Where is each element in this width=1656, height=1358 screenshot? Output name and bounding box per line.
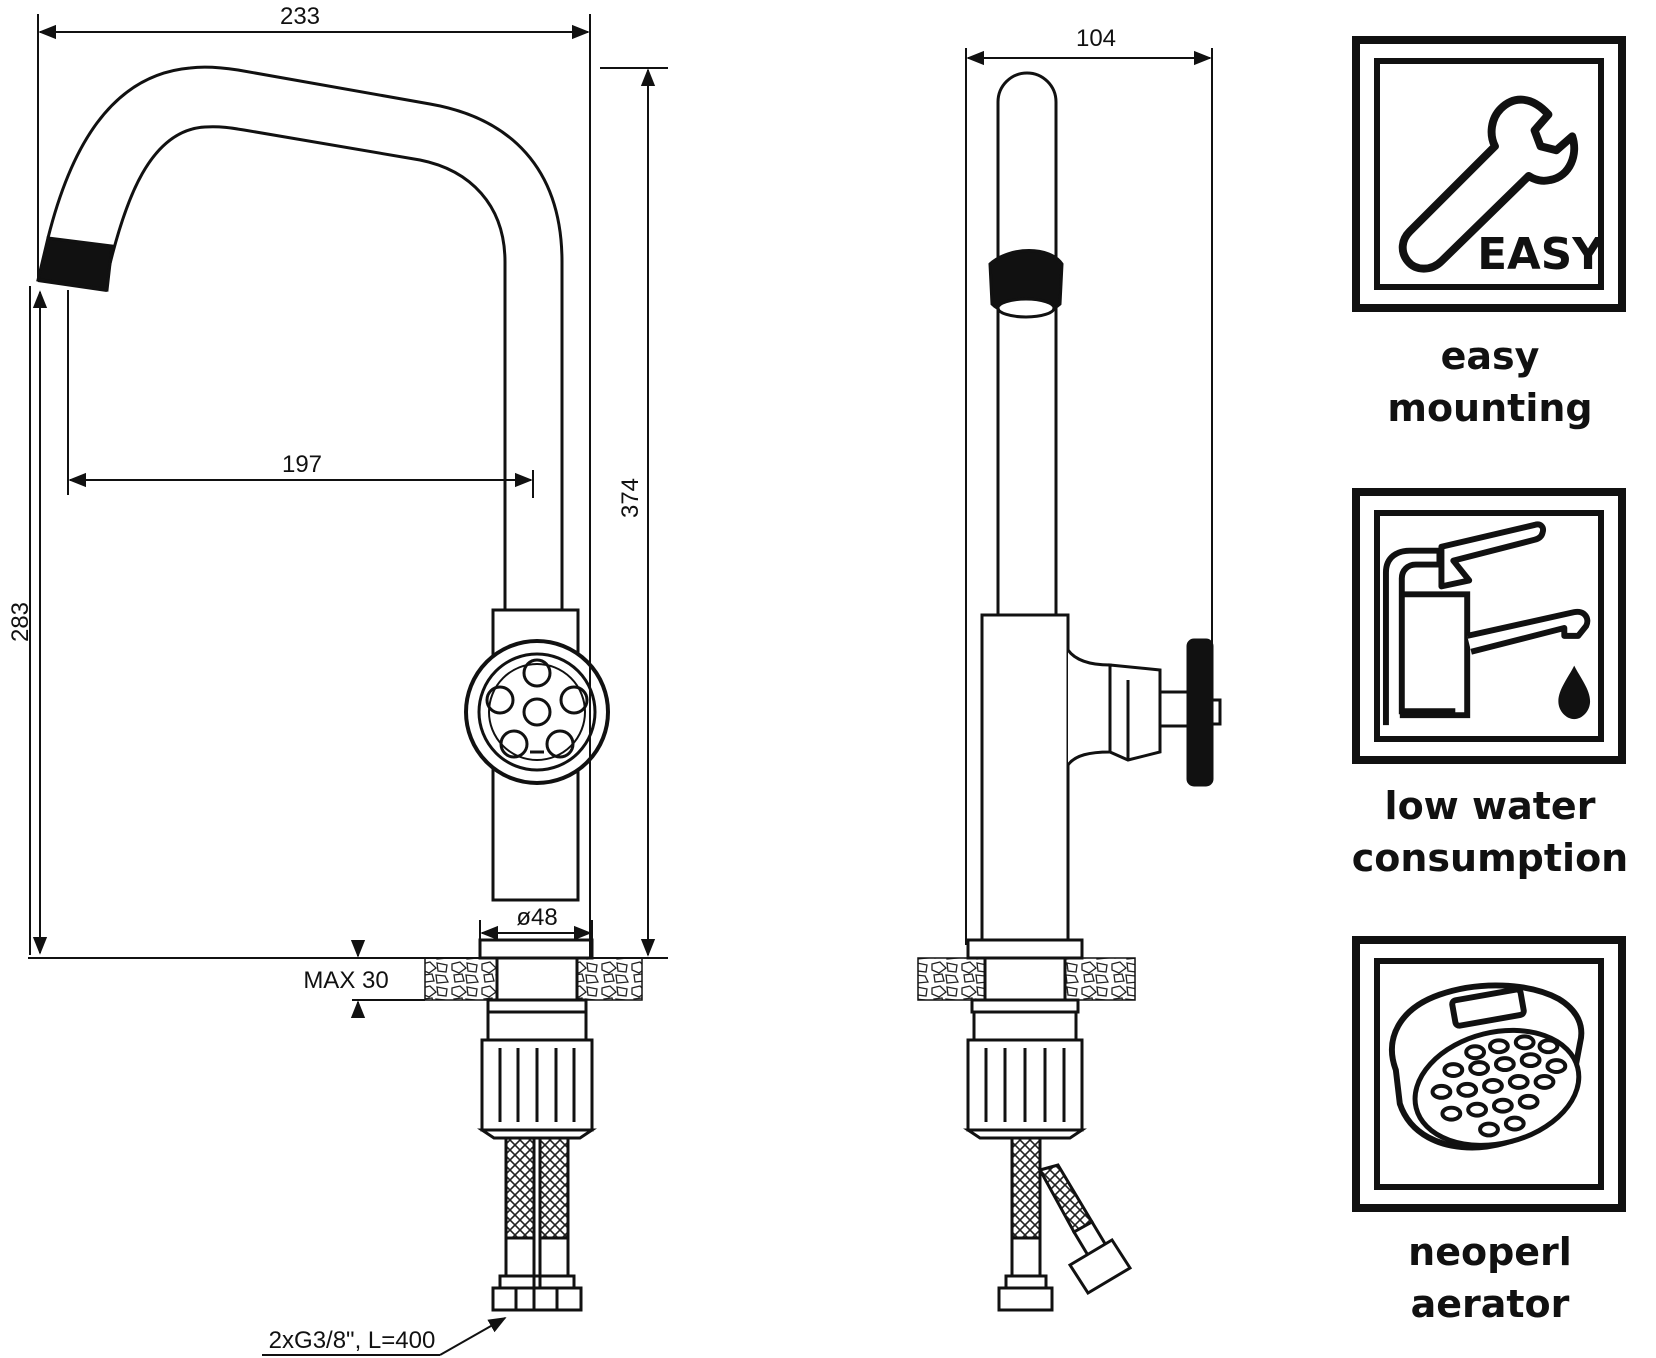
reach-dimension-label: 197 — [282, 451, 322, 478]
aerator-panel — [1352, 936, 1626, 1212]
wrench-icon: EASY — [1374, 58, 1604, 290]
low-water-caption: low water consumption — [1330, 780, 1650, 884]
aerator-icon — [1374, 958, 1604, 1190]
faucet-water-drop-icon — [1374, 510, 1604, 742]
aerator-caption: neoperl aerator — [1330, 1226, 1650, 1330]
easy-mounting-caption: easy mounting — [1330, 330, 1650, 434]
low-water-line2: consumption — [1351, 836, 1629, 880]
front-view — [36, 65, 643, 1312]
width-dimension-label: 233 — [280, 3, 320, 30]
aerator-line2: aerator — [1410, 1282, 1570, 1326]
max-counter-thickness-label: MAX 30 — [303, 967, 388, 994]
side-view — [917, 71, 1222, 1312]
base-diameter-label: ø48 — [516, 904, 557, 931]
aerator-line1: neoperl — [1408, 1230, 1572, 1274]
depth-dimension-label: 104 — [1076, 25, 1116, 52]
easy-mounting-line2: mounting — [1387, 386, 1593, 430]
front-dimensions — [28, 14, 668, 1356]
hose-spec-label: 2xG3/8", L=400 — [269, 1327, 436, 1354]
easy-mounting-panel: EASY — [1352, 36, 1626, 312]
front-dimension-labels: 233 197 374 283 ø48 MAX 30 2xG3/8", L=40… — [7, 3, 644, 1354]
easy-mounting-line1: easy — [1440, 334, 1540, 378]
height-dimension-label: 374 — [617, 478, 644, 518]
easy-badge-text: EASY — [1477, 230, 1598, 280]
spout-height-dimension-label: 283 — [7, 602, 34, 642]
side-dimensions — [965, 48, 1213, 945]
low-water-panel — [1352, 488, 1626, 764]
low-water-line1: low water — [1384, 784, 1596, 828]
